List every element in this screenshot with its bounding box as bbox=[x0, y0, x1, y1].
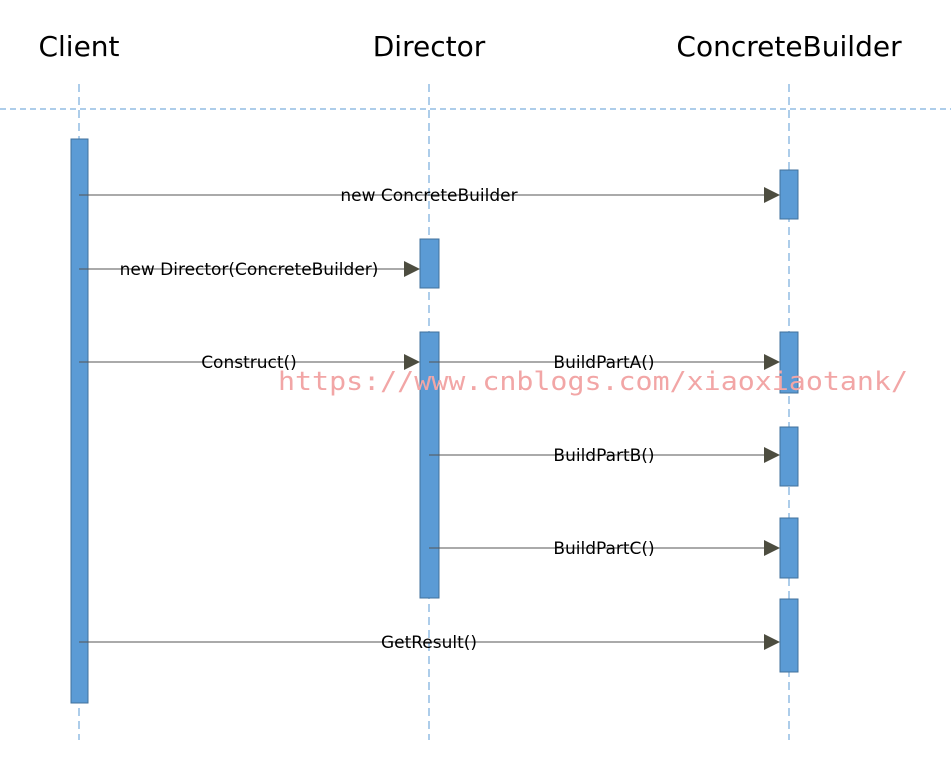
message-label: Construct() bbox=[201, 353, 297, 373]
activation-client bbox=[70, 138, 89, 704]
arrowhead bbox=[764, 187, 780, 203]
participant-client: Client bbox=[38, 30, 119, 63]
message-buildparta: BuildPartA() bbox=[429, 353, 780, 373]
watermark-url: https://www.cnblogs.com/xiaoxiaotank/ bbox=[278, 367, 908, 397]
participant-director: Director bbox=[373, 30, 486, 63]
arrowhead bbox=[404, 354, 420, 370]
activation-builder-partb bbox=[779, 426, 799, 487]
arrowhead bbox=[764, 540, 780, 556]
activation-director-create bbox=[419, 238, 440, 289]
message-getresult: GetResult() bbox=[79, 633, 780, 653]
arrowhead bbox=[764, 447, 780, 463]
participant-concretebuilder: ConcreteBuilder bbox=[676, 30, 902, 63]
activation-builder-getresult bbox=[779, 598, 799, 673]
arrowhead bbox=[764, 354, 780, 370]
message-label: new Director(ConcreteBuilder) bbox=[120, 260, 379, 280]
message-label: BuildPartB() bbox=[553, 446, 654, 466]
message-new-director: new Director(ConcreteBuilder) bbox=[79, 260, 420, 280]
message-label: BuildPartA() bbox=[553, 353, 654, 373]
activation-director-construct bbox=[419, 331, 440, 599]
activation-builder-parta bbox=[779, 331, 799, 394]
message-construct: Construct() bbox=[79, 353, 420, 373]
message-label: BuildPartC() bbox=[553, 539, 654, 559]
message-label: new ConcreteBuilder bbox=[340, 186, 517, 206]
activation-builder-create bbox=[779, 169, 799, 220]
message-buildpartb: BuildPartB() bbox=[429, 446, 780, 466]
arrowhead bbox=[404, 261, 420, 277]
message-buildpartc: BuildPartC() bbox=[429, 539, 780, 559]
arrowhead bbox=[764, 634, 780, 650]
activation-builder-partc bbox=[779, 517, 799, 579]
message-new-concretebuilder: new ConcreteBuilder bbox=[79, 186, 780, 206]
message-label: GetResult() bbox=[381, 633, 477, 653]
